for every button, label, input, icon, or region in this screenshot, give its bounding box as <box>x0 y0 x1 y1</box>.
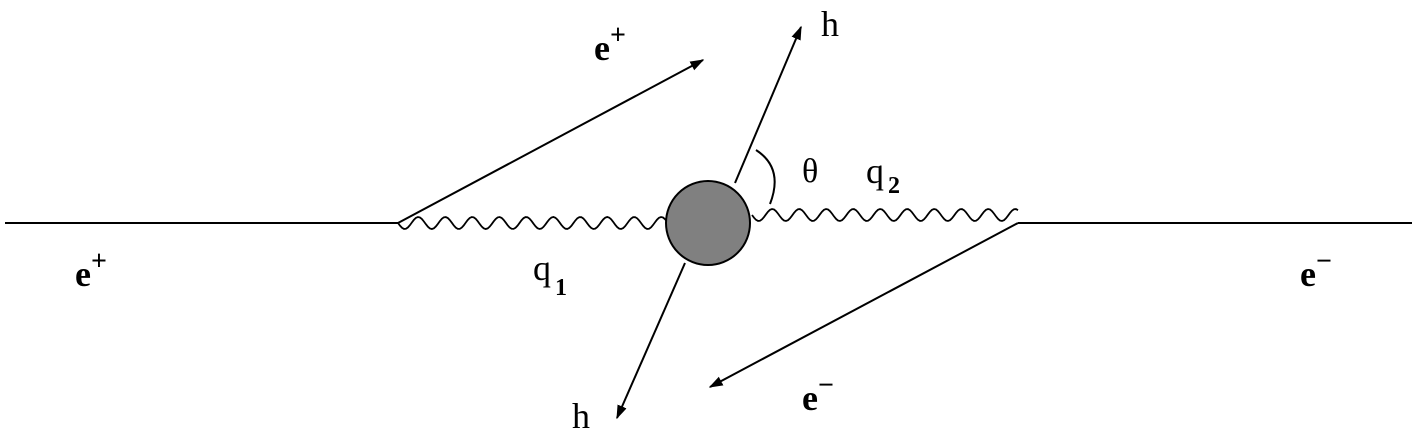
interaction-vertex-blob <box>665 180 751 266</box>
label-hadron-top: h <box>821 4 839 44</box>
label-theta: θ <box>802 153 818 190</box>
photon-q1-line <box>397 216 668 230</box>
hadron-top-line <box>734 25 802 184</box>
outgoing-electron-line <box>708 222 1019 388</box>
photon-q2-line <box>751 208 1019 222</box>
hadron-bottom-line <box>616 262 686 420</box>
label-e-plus-incoming: e+ <box>75 246 107 294</box>
label-e-plus-outgoing: e+ <box>594 20 626 68</box>
label-e-minus-outgoing: e− <box>802 370 834 418</box>
outgoing-positron-line <box>397 59 705 224</box>
label-e-minus-incoming: e− <box>1300 246 1332 294</box>
label-hadron-bottom: h <box>572 396 590 431</box>
theta-angle-arc <box>755 149 776 205</box>
